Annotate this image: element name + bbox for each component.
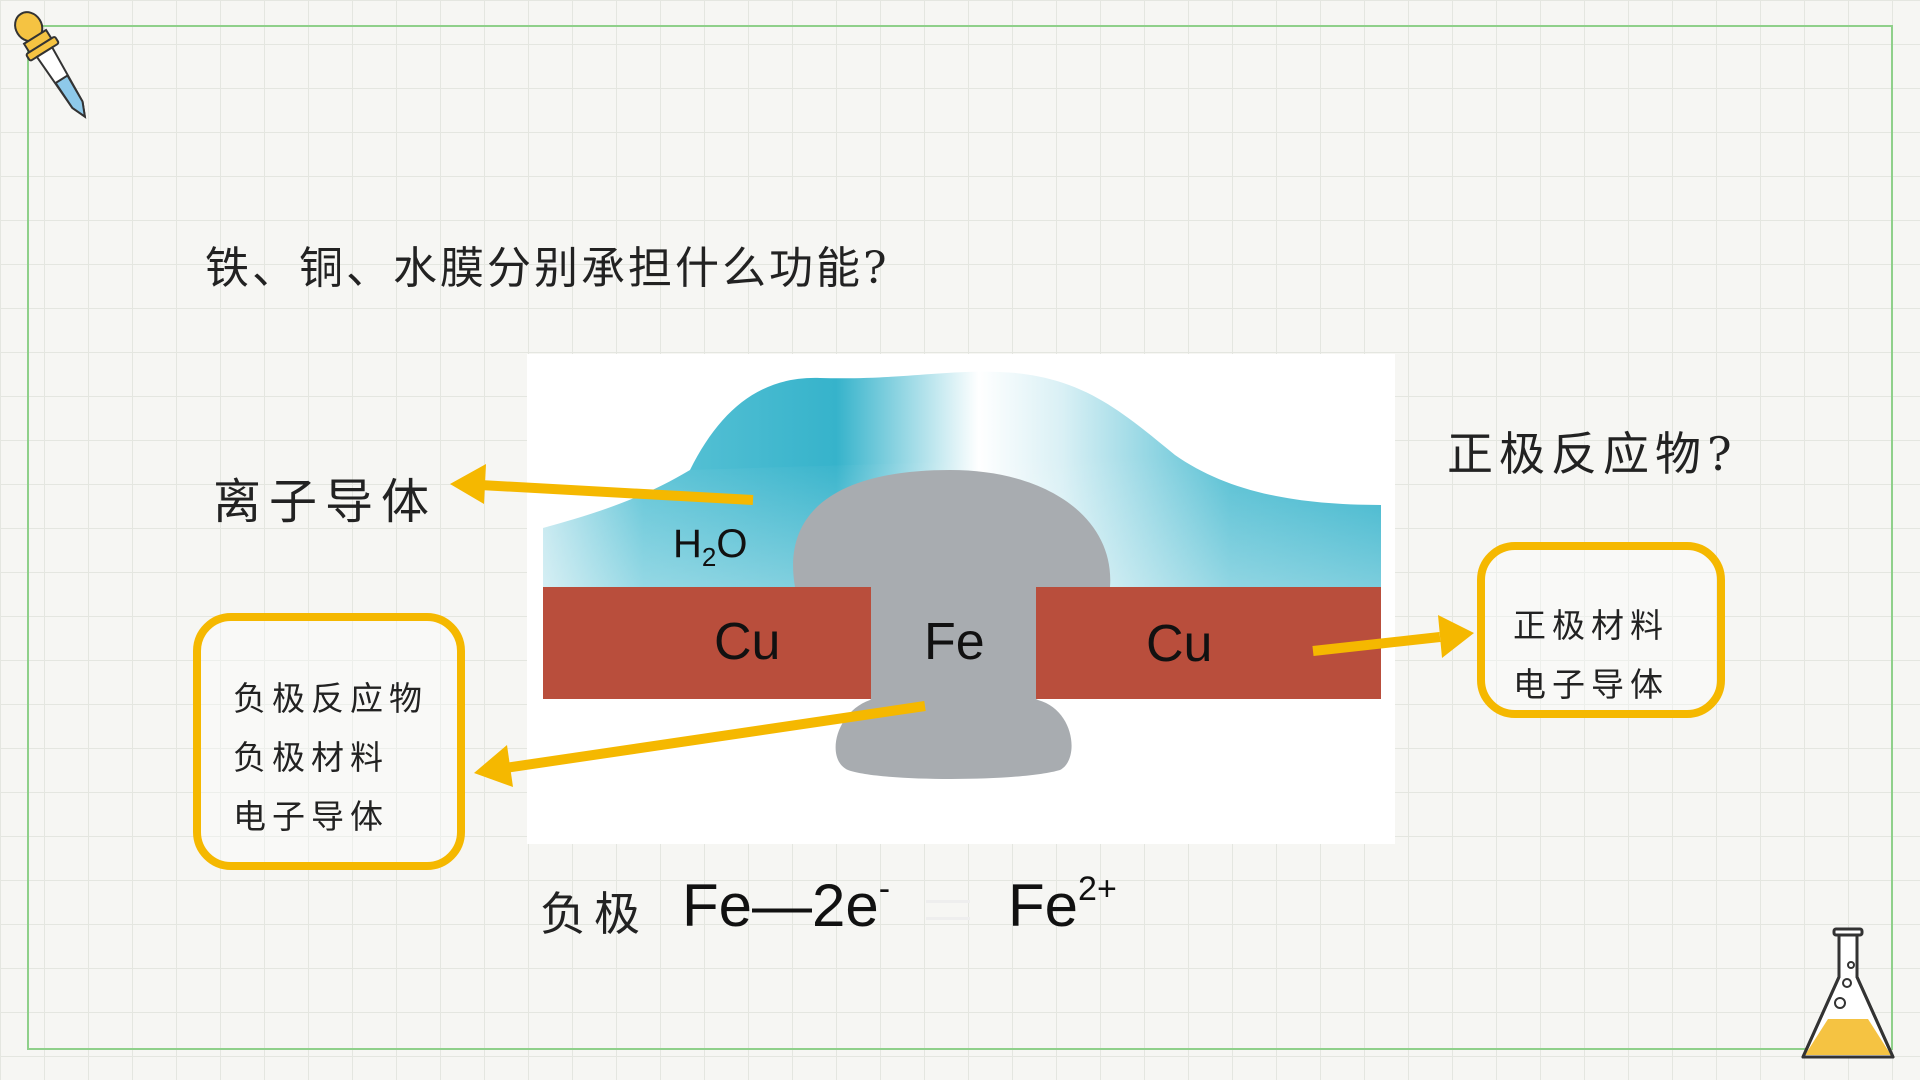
anode-line-1: 负极反应物 [233,679,428,718]
water-label: H2O [673,522,748,572]
anode-line-2: 负极材料 [233,738,389,777]
flask-icon [1801,927,1895,1059]
cathode-reactant-question: 正极反应物? [1447,427,1738,481]
equation-right: Fe2+ [1008,870,1117,939]
copper-left-label: Cu [714,613,781,671]
anode-line-3: 电子导体 [233,797,389,836]
anode-function-box: 负极反应物 负极材料 电子导体 [193,613,465,870]
cathode-function-box: 正极材料 电子导体 [1477,542,1725,718]
question-title: 铁、铜、水膜分别承担什么功能? [205,243,890,294]
equals-sign [926,900,970,920]
cathode-line-2: 电子导体 [1513,665,1669,704]
slide-frame [27,25,1893,1050]
copper-right-label: Cu [1146,615,1213,673]
dropper-icon [14,11,87,119]
ion-conductor-label: 离子导体 [213,474,438,530]
equation-label: 负极 [540,887,648,941]
iron-label: Fe [924,613,985,671]
equation-left: Fe—2e- [682,870,891,939]
cathode-line-1: 正极材料 [1513,606,1669,645]
